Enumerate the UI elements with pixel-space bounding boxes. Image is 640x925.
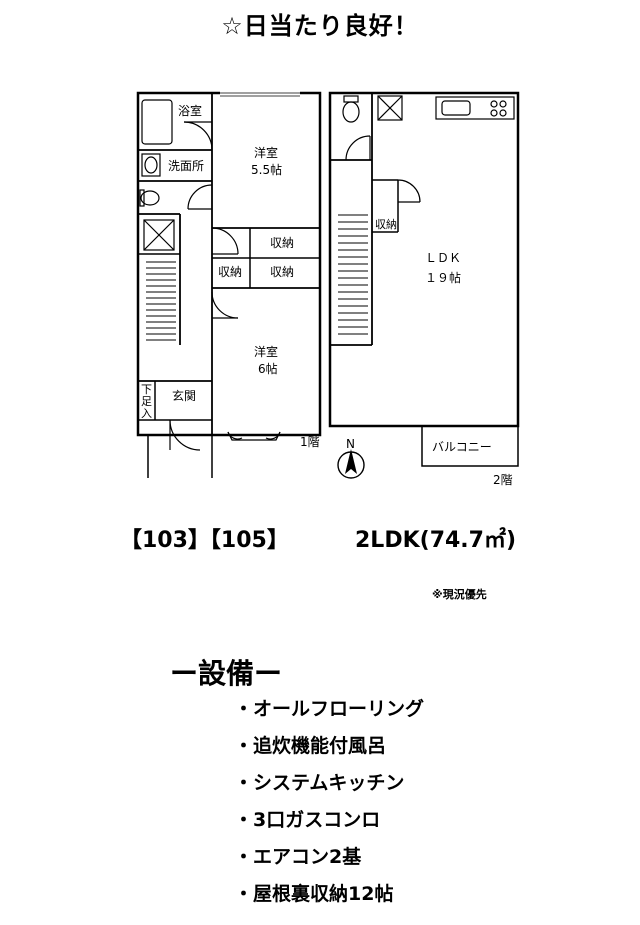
floor2-storage-label: 収納 <box>375 218 397 231</box>
storage-3-label: 収納 <box>270 265 294 279</box>
door-swing-icon <box>183 121 213 151</box>
balcony-label: バルコニー <box>432 440 492 454</box>
floor1-walls <box>136 91 322 478</box>
shoe-box-label-2: 足 <box>141 395 152 408</box>
equipment-title: ー設備ー <box>170 657 283 690</box>
western-room-b-size: 6帖 <box>258 361 278 376</box>
storage-2-label: 収納 <box>218 265 242 279</box>
equipment-item: ・3口ガスコンロ <box>234 809 381 831</box>
floor1-label: 1階 <box>300 434 320 449</box>
current-condition-note: ※現況優先 <box>432 588 487 601</box>
bath-label: 浴室 <box>178 103 202 118</box>
washroom-label: 洗面所 <box>168 159 204 173</box>
attic-hatch-2-icon <box>377 95 403 121</box>
western-room-a-label: 洋室 <box>254 145 278 160</box>
page-title: ☆日当たり良好！ <box>221 12 419 40</box>
equipment-item: ・システムキッチン <box>234 772 405 794</box>
shoe-box-label-3: 入 <box>141 407 152 420</box>
bathtub-icon <box>141 99 173 145</box>
storage-1-label: 収納 <box>270 236 294 250</box>
western-room-b-label: 洋室 <box>254 344 278 359</box>
equipment-item: ・屋根裏収納12帖 <box>234 883 394 905</box>
floor-plan: N 浴室 洗面所 洋室 5.5帖 収納 収納 収納 洋室 6帖 下 足 入 玄関… <box>136 91 520 487</box>
floor2-walls <box>328 91 520 467</box>
western-room-a-size: 5.5帖 <box>251 162 282 177</box>
ldk-label: ＬＤＫ <box>425 251 461 265</box>
unit-numbers: 【103】【105】 <box>120 528 289 553</box>
floor2-label: 2階 <box>493 472 513 487</box>
compass-icon <box>337 449 365 479</box>
toilet-icon <box>140 190 160 206</box>
equipment-item: ・エアコン2基 <box>234 846 362 868</box>
kitchen-counter-icon <box>435 96 515 120</box>
equipment-list: ・オールフローリング ・追炊機能付風呂 ・システムキッチン ・3口ガスコンロ ・… <box>234 694 424 916</box>
shoe-box-label-1: 下 <box>141 383 152 396</box>
stairs-icon <box>146 261 176 341</box>
attic-hatch-icon <box>143 219 175 251</box>
entrance-label: 玄関 <box>172 388 196 403</box>
washbasin-icon <box>144 156 158 174</box>
ldk-size: １９帖 <box>425 270 461 285</box>
equipment-item: ・オールフローリング <box>234 698 425 720</box>
compass-north-label: N <box>346 437 355 451</box>
layout-spec: 2LDK(74.7㎡) <box>355 528 517 553</box>
equipment-item: ・追炊機能付風呂 <box>234 735 387 757</box>
